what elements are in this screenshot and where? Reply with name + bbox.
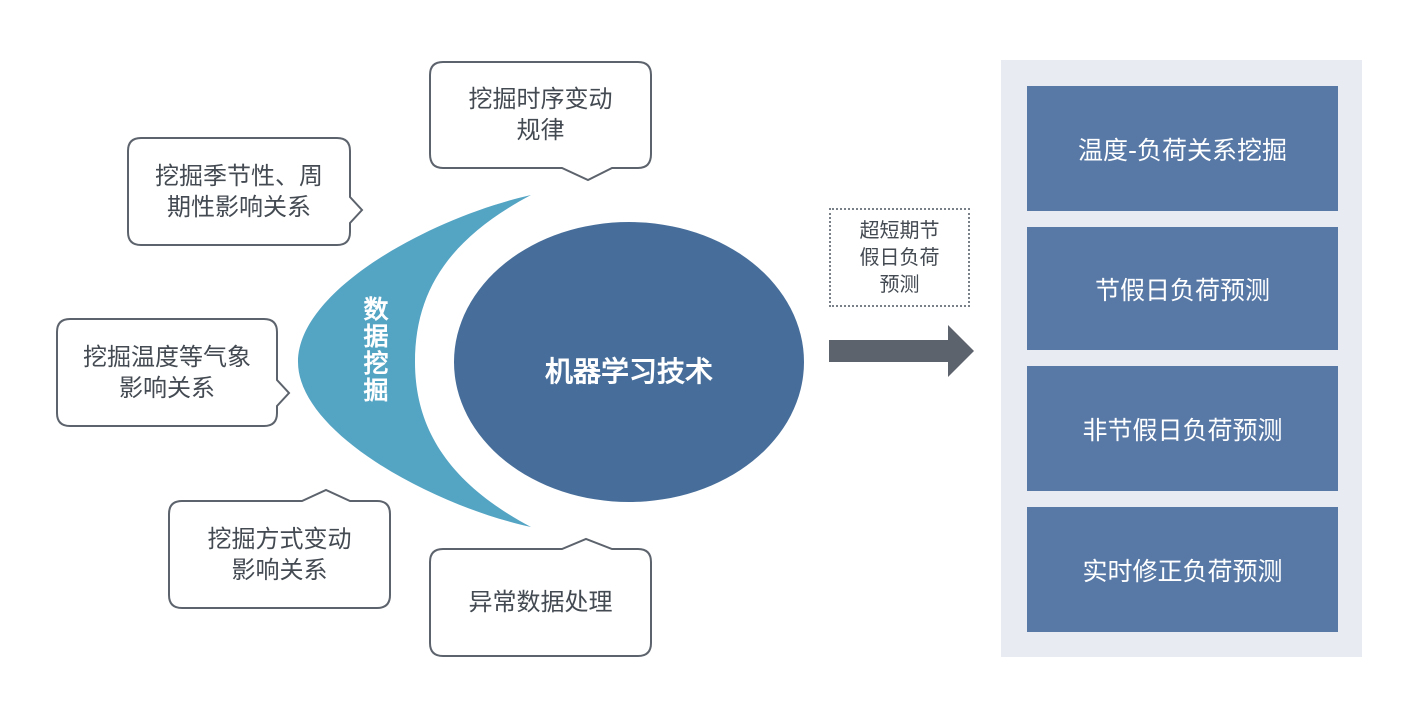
output-box-realtime-correction: 实时修正负荷预测 — [1027, 507, 1338, 632]
data-mining-crescent — [298, 195, 531, 527]
data-mining-label: 数据挖掘 — [360, 296, 389, 404]
callout-seasonal-text: 挖掘季节性、周 期性影响关系 — [155, 161, 323, 221]
output-box-holiday-forecast: 节假日负荷预测 — [1027, 227, 1338, 350]
output-box-temperature-load: 温度-负荷关系挖掘 — [1027, 86, 1338, 211]
right-arrow-icon — [829, 325, 974, 377]
callout-anomaly-text: 异常数据处理 — [468, 588, 613, 616]
callout-weather-text: 挖掘温度等气象 影响关系 — [83, 342, 251, 402]
machine-learning-ellipse — [454, 222, 804, 502]
callout-mode-text: 挖掘方式变动 影响关系 — [207, 524, 352, 584]
ultra-short-term-holiday-note: 超短期节 假日负荷 预测 — [829, 208, 970, 307]
machine-learning-label: 机器学习技术 — [544, 355, 713, 388]
output-panel: 温度-负荷关系挖掘 节假日负荷预测 非节假日负荷预测 实时修正负荷预测 — [1001, 60, 1362, 657]
callout-weather-bubble — [56, 318, 291, 427]
callout-mode-bubble — [168, 488, 391, 609]
callout-anomaly-bubble — [429, 537, 652, 657]
callout-seasonal-bubble — [127, 137, 364, 246]
callout-temporal-bubble — [429, 61, 652, 182]
output-box-non-holiday-forecast: 非节假日负荷预测 — [1027, 366, 1338, 491]
callout-temporal-text: 挖掘时序变动 规律 — [468, 85, 613, 144]
